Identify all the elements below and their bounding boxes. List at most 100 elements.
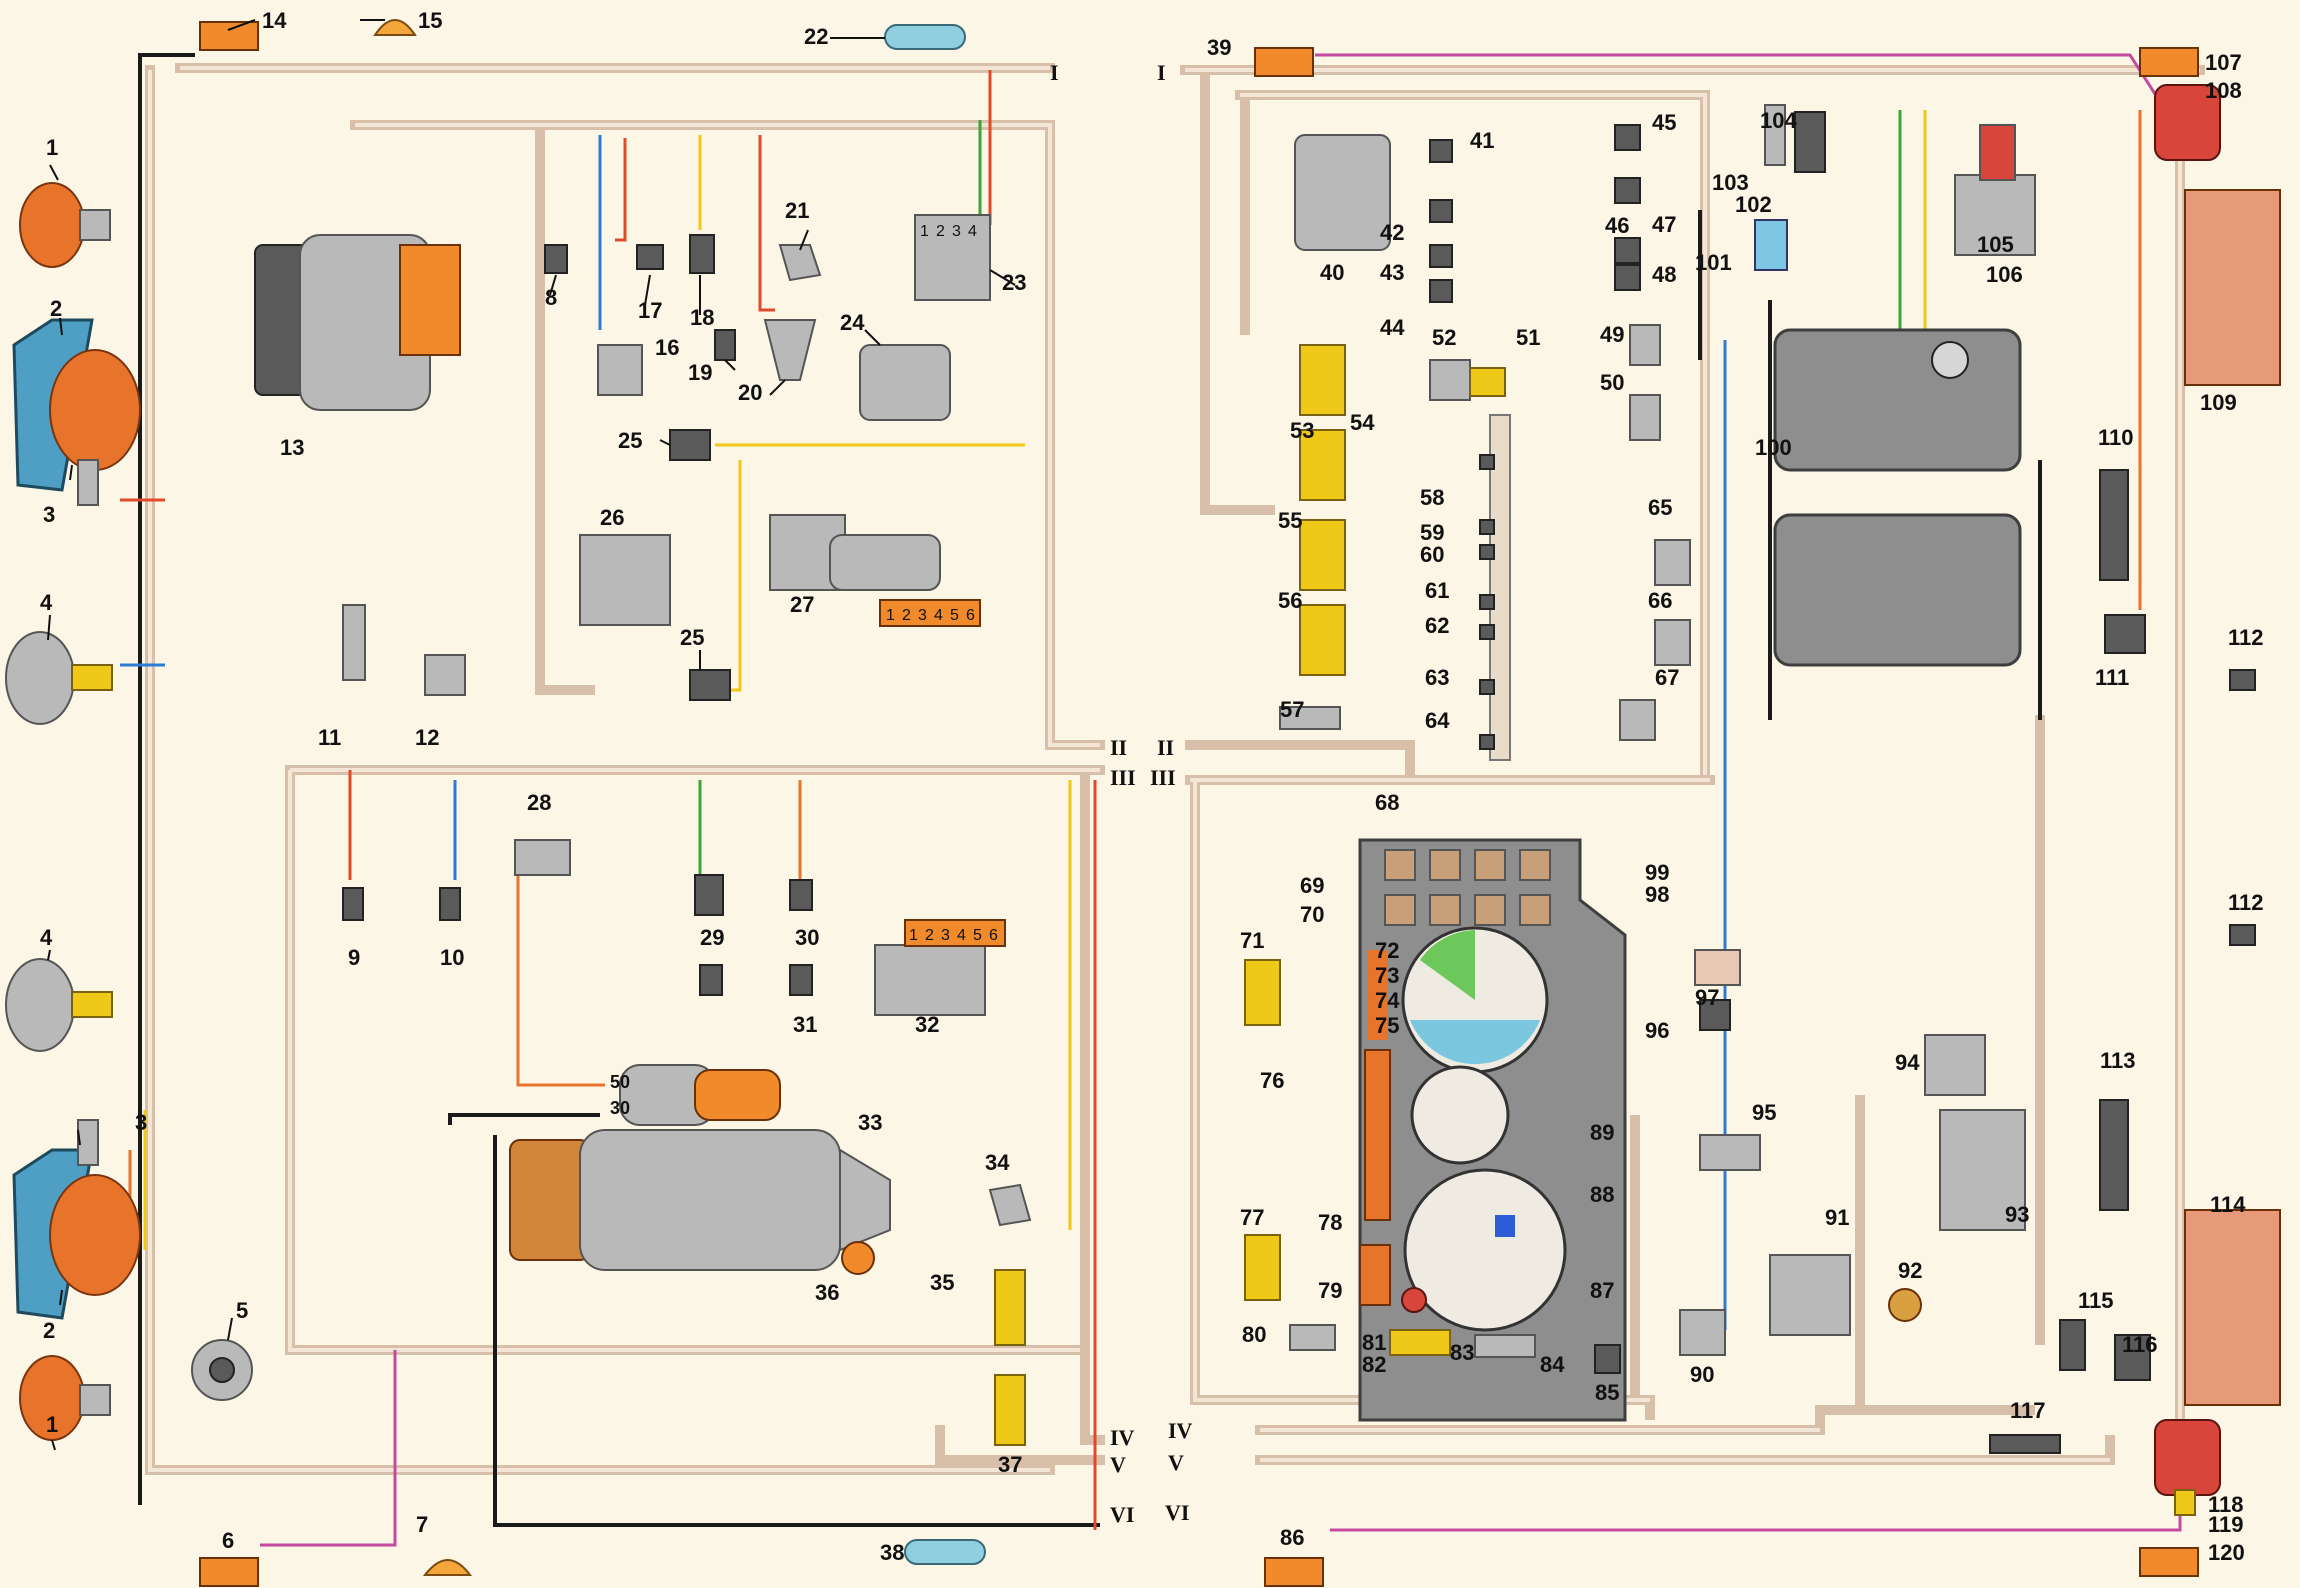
callout-13: 13 bbox=[280, 435, 304, 460]
callout-37: 37 bbox=[998, 1452, 1022, 1477]
callout-47: 47 bbox=[1652, 212, 1676, 237]
callout-65: 65 bbox=[1648, 495, 1672, 520]
rear-lamp-block-114 bbox=[2184, 1209, 2281, 1406]
component-94 bbox=[1924, 1034, 1986, 1096]
component-97 bbox=[1694, 949, 1741, 986]
component-93 bbox=[1939, 1109, 2026, 1231]
starter-terminal-30: 30 bbox=[610, 1098, 630, 1118]
callout-77: 77 bbox=[1240, 1205, 1264, 1230]
connector-77 bbox=[1244, 1234, 1281, 1301]
callout-30: 30 bbox=[795, 925, 819, 950]
relay-23: 1 2 3 4 bbox=[914, 214, 991, 301]
component-83 bbox=[1389, 1329, 1451, 1356]
connector-113 bbox=[2099, 1099, 2129, 1211]
wiper-switch-pin-6: 6 bbox=[989, 927, 998, 944]
batteries bbox=[1773, 328, 2022, 667]
callout-2-bottom: 2 bbox=[43, 1318, 55, 1343]
rear-lamp-block-109 bbox=[2184, 189, 2281, 386]
callout-48: 48 bbox=[1652, 262, 1676, 287]
harness-label-II-left: II bbox=[1110, 735, 1127, 760]
sensor-112-bottom bbox=[2229, 924, 2256, 946]
callout-71: 71 bbox=[1240, 928, 1264, 953]
relay-block-upper bbox=[1429, 124, 1641, 303]
callout-79: 79 bbox=[1318, 1278, 1342, 1303]
callout-78: 78 bbox=[1318, 1210, 1342, 1235]
component-67 bbox=[1619, 699, 1656, 741]
callout-64: 64 bbox=[1425, 708, 1450, 733]
component-90 bbox=[1679, 1309, 1726, 1356]
component-103 bbox=[1764, 104, 1786, 166]
callout-88: 88 bbox=[1590, 1182, 1614, 1207]
callout-12: 12 bbox=[415, 725, 439, 750]
callout-24: 24 bbox=[840, 310, 865, 335]
temperature-sender bbox=[424, 654, 466, 696]
rear-connector-39 bbox=[1254, 47, 1314, 77]
callout-109: 109 bbox=[2200, 390, 2237, 415]
callout-111: 111 bbox=[2095, 665, 2129, 690]
component-26 bbox=[579, 534, 671, 626]
callout-76: 76 bbox=[1260, 1068, 1284, 1093]
callout-22: 22 bbox=[804, 24, 828, 49]
callout-15: 15 bbox=[418, 8, 442, 33]
connector-119 bbox=[2174, 1489, 2196, 1516]
callout-8: 8 bbox=[545, 285, 557, 310]
callout-115: 115 bbox=[2078, 1288, 2114, 1313]
callout-74: 74 bbox=[1375, 988, 1400, 1013]
callout-16: 16 bbox=[655, 335, 679, 360]
callout-86: 86 bbox=[1280, 1525, 1304, 1550]
callout-51: 51 bbox=[1516, 325, 1540, 350]
callout-95: 95 bbox=[1752, 1100, 1776, 1125]
callout-63: 63 bbox=[1425, 665, 1449, 690]
callout-59: 59 bbox=[1420, 520, 1444, 545]
callout-120: 120 bbox=[2208, 1540, 2245, 1565]
component-numbers: 1 1 2 2 3 3 4 4 5 6 7 8 9 10 11 12 13 14… bbox=[40, 8, 2264, 1565]
component-49 bbox=[1629, 324, 1661, 366]
connector-110 bbox=[2099, 469, 2129, 581]
rear-lamp-bottom bbox=[2154, 1419, 2221, 1496]
callout-89: 89 bbox=[1590, 1120, 1614, 1145]
callout-18: 18 bbox=[690, 305, 714, 330]
callout-84: 84 bbox=[1540, 1352, 1565, 1377]
callout-20: 20 bbox=[738, 380, 762, 405]
callout-105: 105 bbox=[1977, 232, 2014, 257]
callout-9: 9 bbox=[348, 945, 360, 970]
component-66 bbox=[1654, 619, 1691, 666]
component-84 bbox=[1474, 1334, 1536, 1358]
callout-73: 73 bbox=[1375, 963, 1399, 988]
harness-label-III-right: III bbox=[1150, 765, 1176, 790]
component-96 bbox=[1699, 999, 1731, 1031]
callout-103: 103 bbox=[1712, 170, 1749, 195]
connector-54 bbox=[1299, 429, 1346, 501]
callout-38: 38 bbox=[880, 1540, 904, 1565]
component-80 bbox=[1289, 1324, 1336, 1351]
callout-58: 58 bbox=[1420, 485, 1444, 510]
starter-terminal-50: 50 bbox=[610, 1072, 630, 1092]
callout-31: 31 bbox=[793, 1012, 817, 1037]
component-111 bbox=[2104, 614, 2146, 654]
wiper-switch-pin-5: 5 bbox=[973, 927, 982, 944]
callout-61: 61 bbox=[1425, 578, 1449, 603]
relay-28 bbox=[514, 839, 571, 876]
callout-70: 70 bbox=[1300, 902, 1324, 927]
wiper-switch-pin-1: 1 bbox=[909, 927, 918, 944]
callout-67: 67 bbox=[1655, 665, 1679, 690]
wiper-switch-pin-2: 2 bbox=[925, 927, 934, 944]
callout-101: 101 bbox=[1695, 250, 1732, 275]
callout-97: 97 bbox=[1695, 985, 1719, 1010]
callout-118: 118 bbox=[2208, 1492, 2244, 1517]
callout-36: 36 bbox=[815, 1280, 839, 1305]
callout-93: 93 bbox=[2005, 1202, 2029, 1227]
callout-116: 116 bbox=[2122, 1332, 2158, 1357]
fuse-stack bbox=[1479, 414, 1511, 761]
callout-43: 43 bbox=[1380, 260, 1404, 285]
component-52 bbox=[1429, 359, 1471, 401]
callout-lines bbox=[47, 19, 1016, 1451]
callout-54: 54 bbox=[1350, 410, 1375, 435]
callout-41: 41 bbox=[1470, 128, 1494, 153]
instrument-cluster bbox=[1358, 838, 1627, 1422]
callout-56: 56 bbox=[1278, 588, 1302, 613]
callout-23: 23 bbox=[1002, 270, 1026, 295]
side-lamp-top bbox=[19, 182, 111, 268]
connector-55 bbox=[1299, 519, 1346, 591]
callout-96: 96 bbox=[1645, 1018, 1669, 1043]
